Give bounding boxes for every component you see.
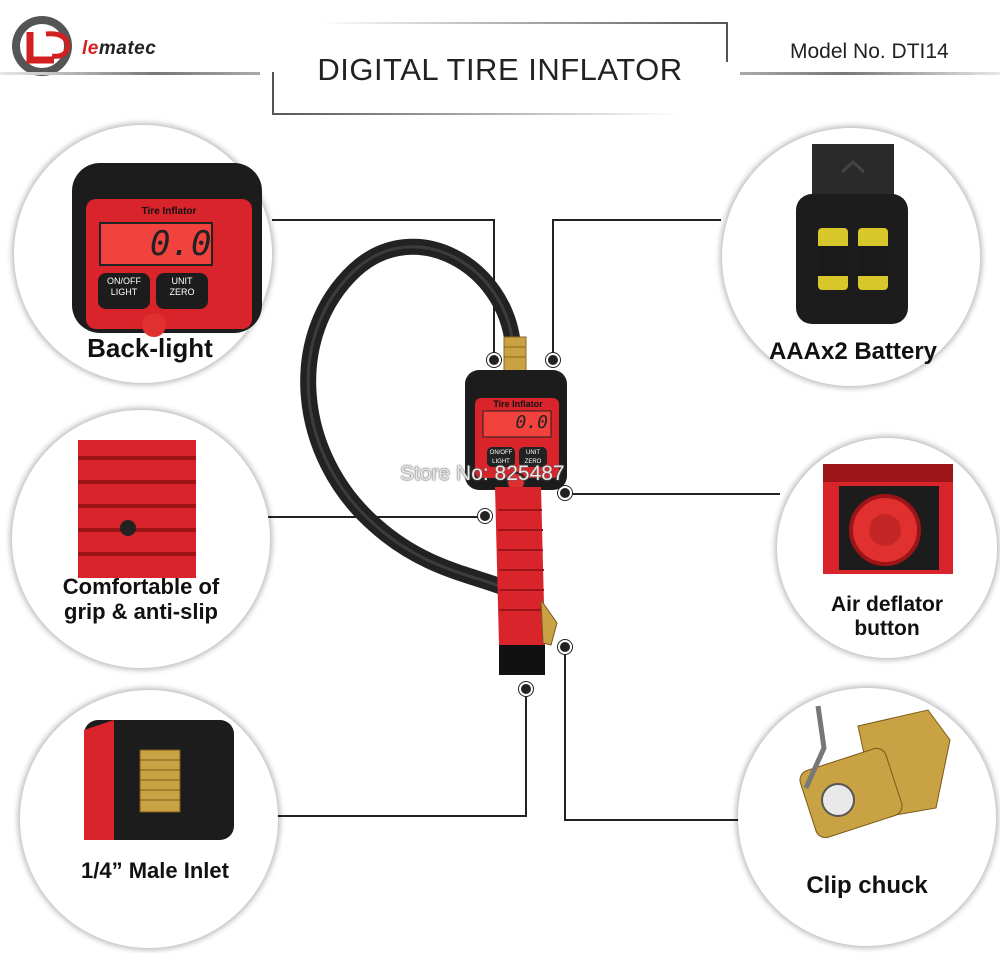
clip-chuck-image [799, 705, 951, 839]
label-inlet: 1/4” Male Inlet [81, 858, 229, 883]
connector-deflator [566, 493, 780, 495]
title-frame-bottom [272, 113, 680, 115]
marker-grip [478, 509, 492, 523]
header-divider-right [740, 72, 1000, 75]
logo-text: lematec [82, 38, 157, 59]
backlight-brand-label: Tire Inflator [141, 206, 197, 217]
store-watermark: Store No: 825487 [400, 462, 565, 485]
feature-circle-inlet [20, 690, 278, 948]
device-brand-label: Tire Inflator [493, 399, 543, 409]
connector-battery [553, 219, 721, 221]
deflator-button-image [823, 464, 953, 574]
marker-inlet [519, 682, 533, 696]
connector-battery-v [552, 219, 554, 361]
marker-chuck [558, 640, 572, 654]
page-title: DIGITAL TIRE INFLATOR [317, 52, 683, 87]
backlight-display-image [72, 163, 262, 337]
tire-inflator-illustration [300, 238, 567, 675]
marker-deflator [558, 486, 572, 500]
backlight-display-value: 0.0 [150, 224, 212, 264]
battery-compartment-image [796, 144, 908, 324]
feature-circle-backlight [14, 125, 272, 383]
label-backlight: Back-light [87, 333, 213, 363]
marker-battery [546, 353, 560, 367]
male-inlet-image [84, 720, 234, 840]
feature-circle-grip [12, 410, 270, 668]
connector-chuck-v [564, 648, 566, 821]
logo [8, 10, 248, 80]
marker-backlight [487, 353, 501, 367]
connector-inlet-v [525, 690, 527, 817]
title-frame-right [726, 22, 728, 62]
feature-circle-chuck [738, 688, 996, 946]
grip-image [78, 440, 196, 578]
header-divider-left [0, 72, 260, 75]
connector-backlight [272, 219, 494, 221]
title-frame-left [272, 72, 274, 114]
connector-inlet [274, 815, 526, 817]
connector-chuck [565, 819, 741, 821]
model-number: Model No. DTI14 [790, 40, 949, 63]
feature-circle-battery [722, 128, 980, 386]
label-chuck: Clip chuck [806, 872, 928, 899]
device-display-value: 0.0 [515, 412, 548, 433]
feature-circle-deflator [777, 438, 997, 658]
label-battery: AAAx2 Battery [768, 338, 938, 365]
brass-fitting [503, 336, 527, 374]
title-frame-top [320, 22, 728, 24]
logo-mark-icon [12, 16, 72, 76]
handle-grip [495, 487, 545, 645]
